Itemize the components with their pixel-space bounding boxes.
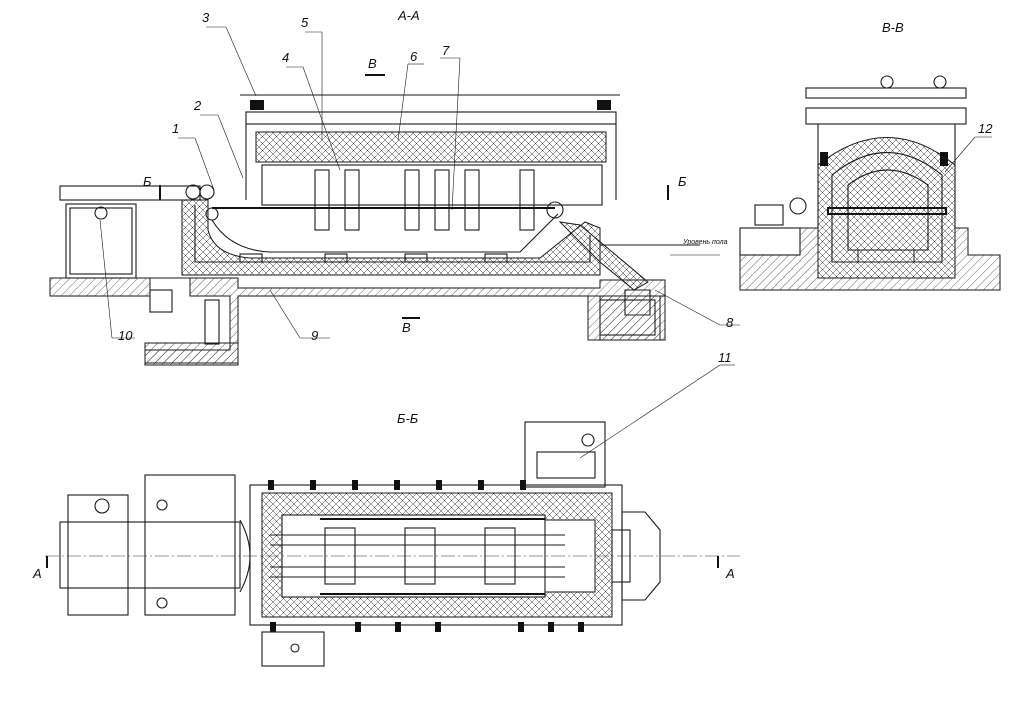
section-marker-a-right: А	[725, 566, 735, 581]
lining-inner-edge	[194, 205, 591, 263]
loader-bearing-bottom	[156, 597, 168, 609]
hanger-right	[597, 100, 611, 110]
discharge-pit-inner	[599, 299, 656, 336]
vv-hearth	[857, 249, 915, 263]
svg-text:12: 12	[978, 121, 993, 136]
svg-text:10: 10	[118, 328, 133, 343]
drive-motor-fan	[581, 433, 595, 447]
svg-text:3: 3	[202, 10, 210, 25]
section-vv-view: В-В 12	[739, 20, 1001, 291]
vv-pedestal	[739, 227, 801, 256]
callout-1: 1	[172, 121, 215, 191]
vv-top-beam	[805, 87, 967, 99]
svg-text:5: 5	[301, 15, 309, 30]
svg-text:8: 8	[726, 315, 734, 330]
callout-4: 4	[282, 50, 341, 171]
vv-chamber	[831, 151, 943, 263]
control-cabinet	[149, 289, 173, 313]
supports	[239, 253, 508, 263]
vv-rail-left	[820, 152, 828, 166]
svg-text:4: 4	[282, 50, 289, 65]
loading-frame-inner	[69, 207, 133, 275]
vv-inner-chamber	[847, 169, 929, 251]
drive-pulley	[94, 206, 108, 220]
drive-gearmotor	[536, 451, 596, 479]
heating-chamber	[261, 164, 603, 206]
discharge-chute	[558, 221, 649, 291]
vv-wheel-left	[880, 75, 894, 89]
svg-text:6: 6	[410, 49, 418, 64]
discharge-pit	[587, 295, 666, 341]
chute-outlet	[624, 289, 651, 316]
svg-text:2: 2	[193, 98, 202, 113]
front-roller	[185, 184, 201, 200]
callout-12: 12	[944, 121, 993, 173]
drive-housing	[524, 421, 606, 488]
callout-2: 2	[193, 98, 244, 179]
vv-frame	[805, 107, 967, 125]
inlet-roller	[239, 519, 251, 593]
loader-conveyor	[59, 521, 241, 589]
section-marker-v-bottom: В	[402, 320, 411, 335]
foundation	[49, 277, 666, 366]
furnace-roof	[255, 131, 607, 163]
body-brackets	[268, 480, 584, 632]
section-bb-view: Б-Б А А	[32, 350, 740, 667]
callout-11: 11	[579, 350, 735, 459]
svg-text:11: 11	[718, 350, 732, 365]
loader-bearing-top	[156, 499, 168, 511]
vv-motor	[754, 204, 784, 226]
base-support	[261, 631, 325, 667]
section-title-bb: Б-Б	[397, 411, 419, 426]
top-frame	[245, 111, 617, 125]
vv-wheel-right	[933, 75, 947, 89]
section-marker-a-left: А	[32, 566, 42, 581]
loader-drive	[144, 474, 236, 616]
sprocket-right	[546, 201, 564, 219]
section-marker-v-top: В	[368, 56, 377, 71]
svg-text:1: 1	[172, 121, 179, 136]
callout-6: 6	[397, 49, 424, 141]
loader-frame	[67, 494, 129, 616]
base-bolt	[290, 643, 300, 653]
floor-level-label: Уровень пола	[682, 239, 728, 246]
section-title-vv: В-В	[882, 20, 904, 35]
pit-ladder	[204, 299, 220, 345]
section-marker-b-left: Б	[143, 174, 152, 189]
vv-rail-right	[940, 152, 948, 166]
foundation-pit	[144, 342, 239, 364]
callout-10: 10	[99, 219, 135, 343]
callout-3: 3	[202, 10, 257, 97]
section-title-aa: А-А	[397, 8, 420, 23]
callout-5: 5	[301, 15, 323, 140]
discharge-head	[621, 511, 661, 601]
chamber-plan	[281, 514, 546, 598]
return-chain	[211, 213, 559, 253]
furnace-lining	[181, 199, 601, 276]
furnace-lining-plan	[261, 492, 613, 618]
discharge-sprocket	[611, 529, 631, 583]
callout-8: 8	[654, 289, 740, 330]
callout-7: 7	[440, 43, 461, 211]
vv-conveyor	[827, 207, 947, 215]
heater-elements	[314, 169, 535, 231]
section-aa-view: А-А Б Б В В Уровень пола 1 2 3 4	[49, 8, 740, 366]
svg-text:7: 7	[442, 43, 450, 58]
section-marker-b-right: Б	[678, 174, 687, 189]
conveyor-rails-plan	[270, 527, 565, 585]
loading-table	[59, 185, 201, 201]
front-roller-2	[199, 184, 215, 200]
loader-motor	[94, 498, 110, 514]
vv-gearbox	[789, 197, 807, 215]
loading-frame	[65, 203, 137, 279]
callout-9: 9	[269, 289, 330, 343]
svg-text:9: 9	[311, 328, 318, 343]
hanger-left	[250, 100, 264, 110]
